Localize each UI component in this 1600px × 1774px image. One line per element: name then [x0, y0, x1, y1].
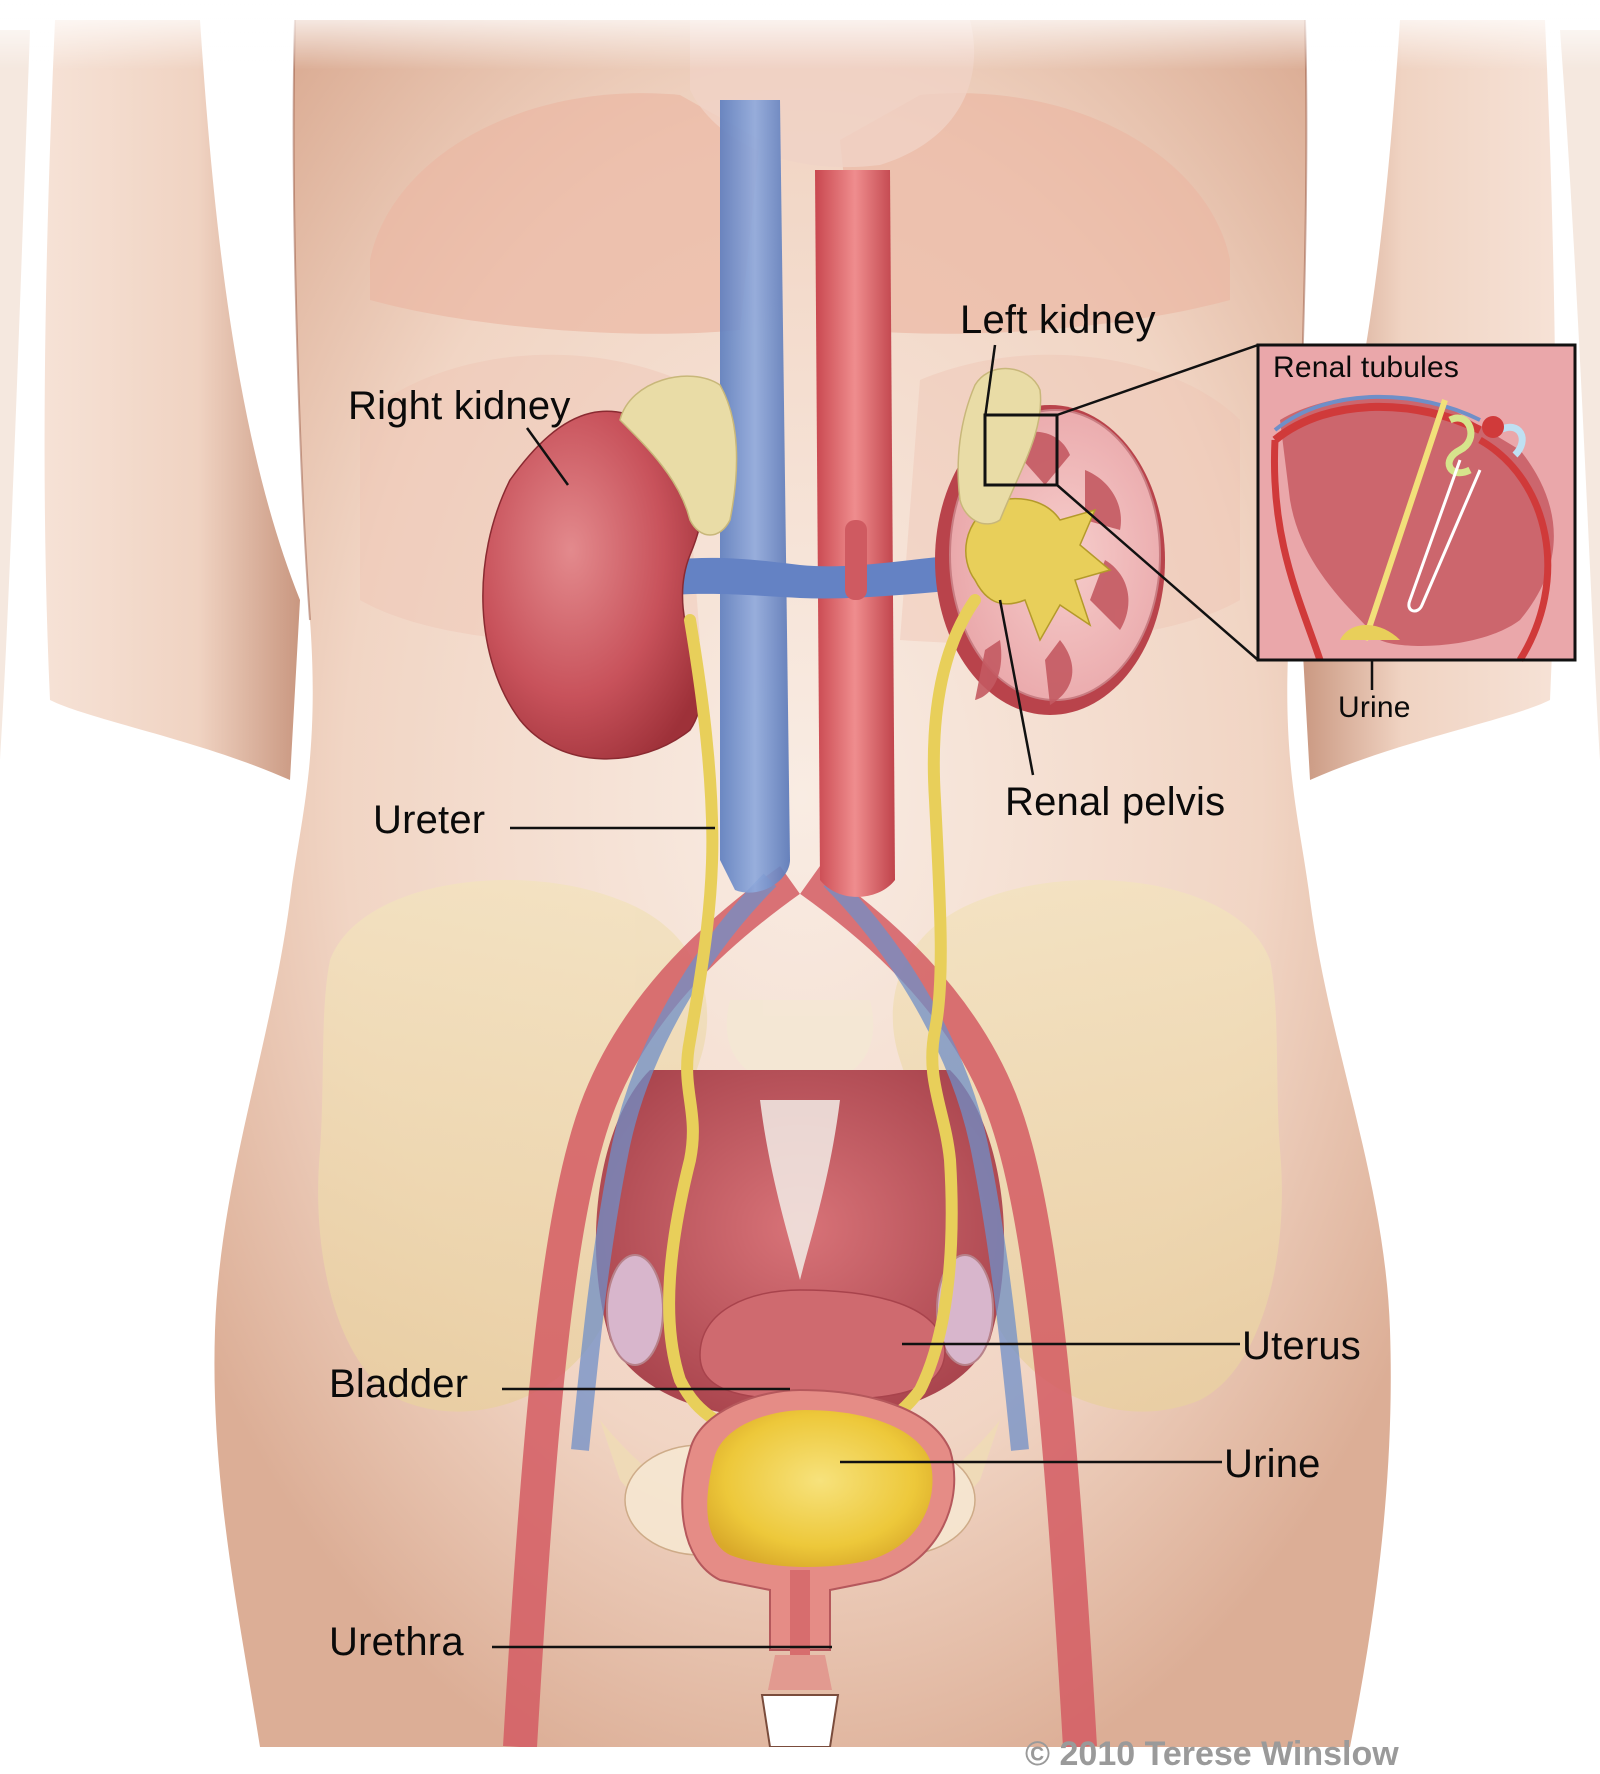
label-renal-pelvis: Renal pelvis — [1005, 780, 1226, 824]
renal-pelvis-shape — [965, 498, 1112, 642]
label-inset-urine: Urine — [1338, 691, 1411, 724]
renal-tubules-inset — [1056, 343, 1577, 690]
label-ureter: Ureter — [373, 798, 486, 842]
ureters — [663, 594, 981, 1431]
renal-veins — [670, 555, 960, 599]
label-urine: Urine — [1224, 1442, 1321, 1486]
copyright-notice: © 2010 Terese Winslow — [1025, 1735, 1399, 1773]
right-kidney — [482, 375, 738, 760]
label-bladder: Bladder — [329, 1362, 469, 1406]
leader-lines — [492, 344, 1240, 1649]
label-renal-tubules: Renal tubules — [1273, 351, 1460, 384]
label-right-kidney: Right kidney — [348, 384, 571, 428]
bladder — [681, 1388, 956, 1748]
ovaries — [606, 1254, 994, 1366]
inferior-vena-cava — [720, 100, 790, 893]
kidney-detail-box — [983, 413, 1059, 487]
left-kidney — [935, 368, 1165, 715]
label-left-kidney: Left kidney — [960, 298, 1156, 342]
label-uterus: Uterus — [1242, 1324, 1362, 1368]
urethra-tube — [790, 1570, 810, 1660]
label-urethra: Urethra — [329, 1620, 464, 1664]
